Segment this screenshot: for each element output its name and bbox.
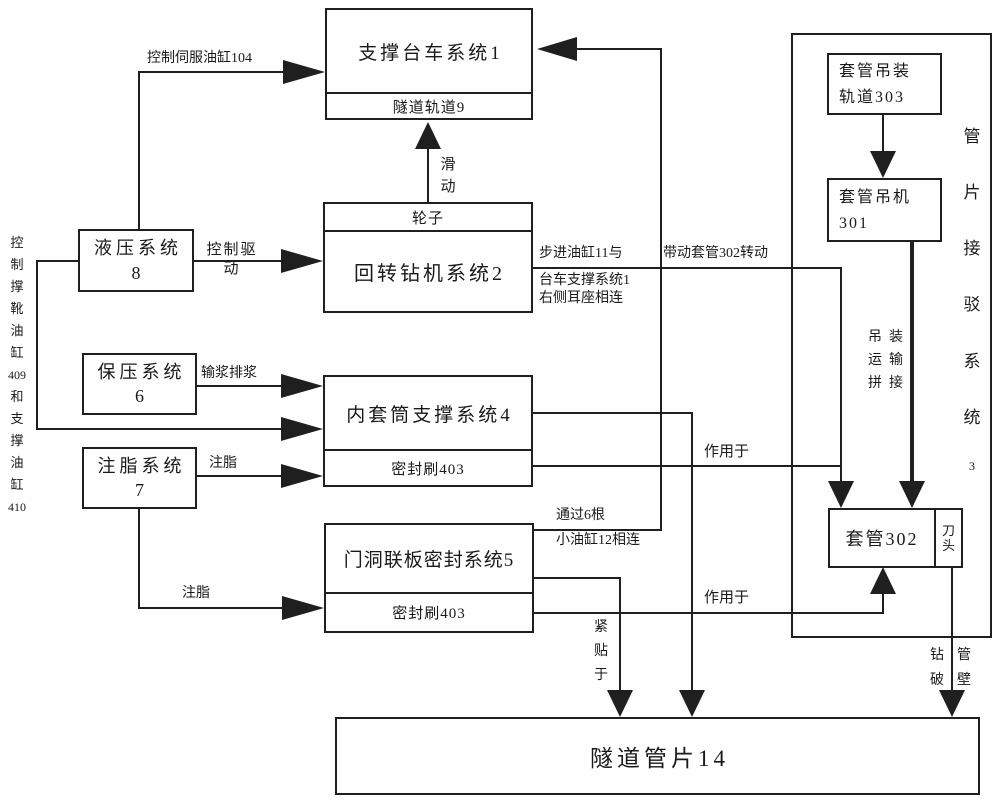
connector-line xyxy=(619,577,621,692)
label-cling-to: 紧贴于 xyxy=(594,620,608,683)
box-pressure-system: 保压系统 6 xyxy=(82,353,197,415)
box-sub-seal-brush: 密封刷403 xyxy=(326,592,532,631)
connector-line xyxy=(138,72,140,229)
label-control-drive: 控制驱动 xyxy=(206,242,258,277)
connector-line xyxy=(840,267,842,484)
box-sub-cutter-head: 刀头 xyxy=(934,510,961,566)
box-title: 液压系统 xyxy=(94,238,182,258)
arrowhead-down-icon xyxy=(679,690,705,717)
arrowhead-right-icon xyxy=(281,374,323,398)
label-slide: 滑动 xyxy=(440,157,456,195)
connector-line xyxy=(533,412,693,414)
connector-line xyxy=(951,568,953,692)
box-title: 保压系统 xyxy=(97,362,186,382)
box-number: 6 xyxy=(135,386,144,406)
connector-line xyxy=(138,607,284,609)
box-support-trolley-system: 支撑台车系统1 隧道轨道9 xyxy=(325,8,533,120)
connector-line xyxy=(138,509,140,608)
box-title: 门洞联板密封系统5 xyxy=(343,550,515,571)
connector-line xyxy=(660,48,662,531)
box-sub-wheels: 轮子 xyxy=(325,204,531,232)
box-title: 注脂系统 xyxy=(97,456,186,476)
arrowhead-down-icon xyxy=(828,481,854,508)
box-door-seal-system: 门洞联板密封系统5 密封刷403 xyxy=(324,523,534,633)
box-sub-seal-brush: 密封刷403 xyxy=(325,449,531,485)
connector-line xyxy=(533,465,842,467)
connector-line xyxy=(194,260,283,262)
label-pipe-wall: 管壁 xyxy=(957,648,971,688)
box-rotary-drill-system: 轮子 回转钻机系统2 xyxy=(323,202,533,313)
box-casing-hoist-rail: 套管吊装 轨道303 xyxy=(827,53,942,115)
box-title: 隧道管片14 xyxy=(590,746,729,771)
connector-line xyxy=(534,577,621,579)
box-title: 内套筒支撑系统4 xyxy=(346,404,513,426)
connector-line xyxy=(882,592,884,614)
arrowhead-left-icon xyxy=(537,37,577,61)
box-title-line2: 301 xyxy=(839,214,869,232)
label-servo-cylinder: 控制伺服油缸104 xyxy=(147,51,252,66)
connector-line xyxy=(36,428,283,430)
box-inner-sleeve-support-system: 内套筒支撑系统4 密封刷403 xyxy=(323,375,533,487)
cutter-head-label: 刀头 xyxy=(941,523,955,553)
box-grease-system: 注脂系统 7 xyxy=(82,447,197,509)
box-title: 支撑台车系统1 xyxy=(358,42,503,64)
arrowhead-up-icon xyxy=(415,122,441,149)
arrowhead-right-icon xyxy=(281,464,323,488)
connector-line xyxy=(534,612,884,614)
connector-line xyxy=(691,412,693,692)
connector-line-bold xyxy=(910,242,914,484)
label-acts-on-lower: 作用于 xyxy=(704,590,750,606)
label-stepping-line2: 台车支撑系统1 xyxy=(539,273,630,288)
arrowhead-down-icon xyxy=(899,481,925,508)
label-via-cylinders-line1: 通过6根 xyxy=(556,508,605,523)
label-grease-to-sleeve: 注脂 xyxy=(209,456,237,471)
connector-line xyxy=(138,71,288,73)
arrowhead-right-icon xyxy=(282,596,324,620)
label-drive-casing: 带动套管302转动 xyxy=(663,246,768,261)
connector-line xyxy=(427,149,429,202)
box-casing-crane: 套管吊机 301 xyxy=(827,178,942,242)
box-title: 回转钻机系统2 xyxy=(354,263,505,285)
label-acts-on-upper: 作用于 xyxy=(704,444,750,460)
connector-line xyxy=(36,260,78,262)
box-casing-302: 套管302 刀头 xyxy=(828,508,963,568)
arrowhead-right-icon xyxy=(283,60,325,84)
box-title-line1: 套管吊机 xyxy=(839,188,912,206)
box-hydraulic-system: 液压系统 8 xyxy=(78,229,194,292)
arrowhead-right-icon xyxy=(281,417,323,441)
label-stepping-line3: 右侧耳座相连 xyxy=(539,291,623,306)
connector-line xyxy=(197,475,283,477)
label-via-cylinders-line2: 小油缸12相连 xyxy=(556,533,640,548)
label-slurry: 输浆排浆 xyxy=(201,366,257,381)
box-title-line1: 套管吊装 xyxy=(839,62,912,80)
label-hoist-transport-assemble: 吊装运输拼接 xyxy=(868,330,910,391)
label-stepping-line1: 步进油缸11与 xyxy=(539,246,623,261)
connector-line xyxy=(533,267,842,269)
label-drill-break: 钻破 xyxy=(930,648,944,688)
box-title: 套管302 xyxy=(845,529,919,549)
arrowhead-down-icon xyxy=(870,151,896,178)
box-sub-tunnel-rail: 隧道轨道9 xyxy=(327,92,531,118)
label-grease-to-door: 注脂 xyxy=(182,586,210,601)
connector-line xyxy=(882,115,884,155)
connector-line xyxy=(574,48,662,50)
arrowhead-down-icon xyxy=(939,690,965,717)
connector-line xyxy=(197,385,283,387)
box-number: 8 xyxy=(131,263,141,283)
connector-line xyxy=(36,260,38,429)
connector-line xyxy=(534,529,662,531)
box-number: 7 xyxy=(135,480,144,500)
arrowhead-up-icon xyxy=(870,567,896,594)
arrowhead-right-icon xyxy=(281,249,323,273)
box-title-line2: 轨道303 xyxy=(839,88,906,106)
box-tunnel-segment: 隧道管片14 xyxy=(335,717,980,795)
arrowhead-down-icon xyxy=(607,690,633,717)
